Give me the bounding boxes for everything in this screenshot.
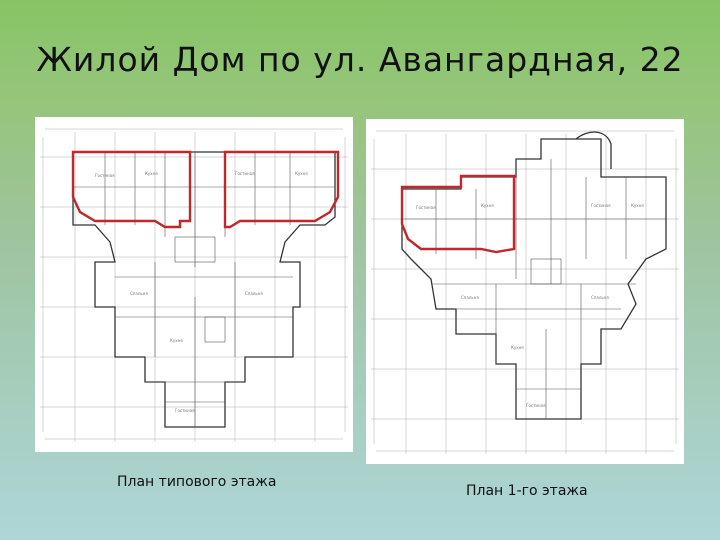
svg-text:Гостиная: Гостиная [526,403,546,408]
svg-text:Кухня: Кухня [511,345,524,350]
svg-text:Гостиная: Гостиная [416,205,436,210]
svg-text:Спальня: Спальня [130,291,148,296]
svg-text:Кухня: Кухня [145,171,158,176]
svg-text:Гостиная: Гостиная [235,171,255,176]
svg-text:Кухня: Кухня [295,171,308,176]
svg-text:Кухня: Кухня [481,203,494,208]
svg-text:Гостиная: Гостиная [175,408,195,413]
svg-text:Спальня: Спальня [245,291,263,296]
slide-title: Жилой Дом по ул. Авангардная, 22 [36,40,684,79]
svg-text:Гостиная: Гостиная [95,173,115,178]
svg-text:Спальня: Спальня [591,295,609,300]
svg-text:Спальня: Спальня [461,295,479,300]
svg-text:Кухня: Кухня [170,338,183,343]
typical-floor-caption: План типового этажа [117,474,277,490]
svg-text:Гостиная: Гостиная [591,203,611,208]
first-floor-caption: План 1-го этажа [466,483,588,499]
svg-text:Кухня: Кухня [631,203,644,208]
